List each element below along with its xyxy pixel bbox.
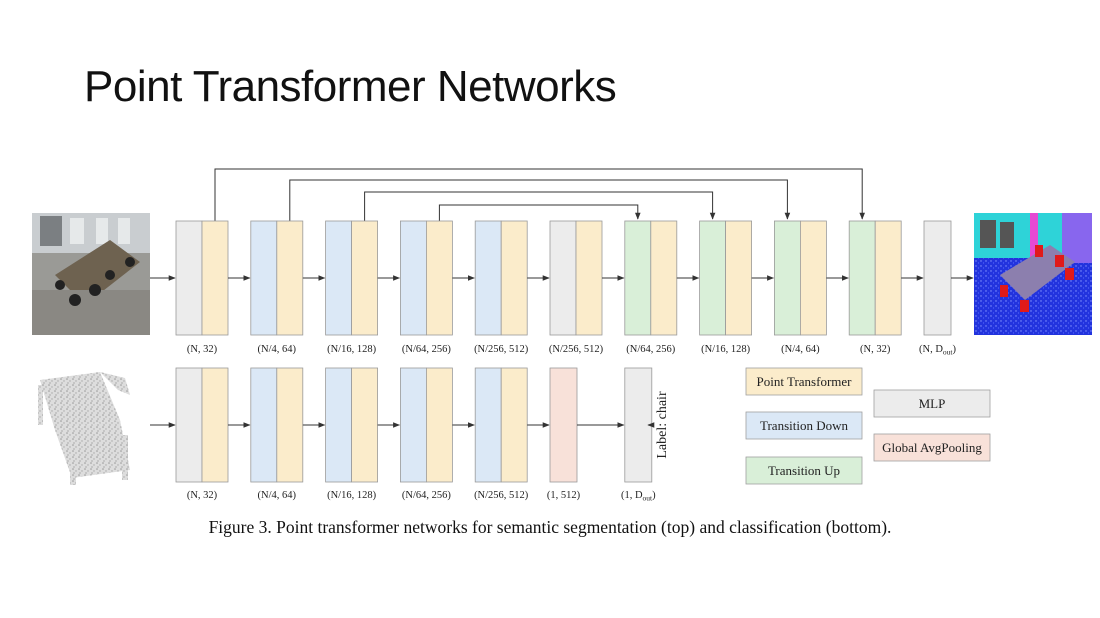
transition-down-block	[399, 220, 427, 336]
point-transformer-block	[425, 367, 453, 483]
seg-stage-7: (N/16, 128)	[699, 220, 752, 355]
input-chair-point-cloud-image	[38, 372, 130, 485]
point-transformer-block	[725, 220, 752, 336]
output-segmentation-image	[974, 213, 1092, 335]
point-transformer-block	[201, 220, 229, 336]
seg-stage-3: (N/64, 256)	[399, 220, 453, 355]
seg-stage-0: (N, 32)	[175, 220, 229, 355]
cls-stage-1: (N/4, 64)	[250, 367, 304, 501]
point-transformer-block	[425, 220, 453, 336]
transition-down-block	[474, 220, 502, 336]
legend-global-avgpooling: Global AvgPooling	[873, 433, 991, 462]
legend-transition-down: Transition Down	[745, 411, 863, 440]
transition-down-block	[325, 220, 353, 336]
cls-stage-label: (N/64, 256)	[402, 490, 451, 501]
legend-swatch	[745, 456, 863, 485]
point-transformer-block	[276, 367, 304, 483]
legend-label: Point Transformer	[757, 374, 853, 389]
mlp-block	[624, 367, 653, 483]
seg-stage-label: (N, 32)	[187, 344, 218, 355]
classification-network: (N, 32) (N/4, 64) (N/16, 128) (N/64, 256) (N…	[150, 367, 670, 503]
cls-stage-label: (N/16, 128)	[327, 490, 376, 501]
seg-stage-6: (N/64, 256)	[624, 220, 678, 355]
cls-stage-3: (N/64, 256)	[399, 367, 453, 501]
seg-stage-label: (N/64, 256)	[626, 344, 675, 355]
point-transformer-block	[500, 367, 528, 483]
skip-connection	[289, 179, 791, 221]
mlp-block	[175, 220, 203, 336]
seg-stage-2: (N/16, 128)	[325, 220, 379, 355]
skip-connections	[214, 168, 865, 221]
transition-up-block	[848, 220, 876, 336]
cls-stage-2: (N/16, 128)	[325, 367, 379, 501]
legend-label: MLP	[919, 396, 946, 411]
seg-stage-label: (N, 32)	[860, 344, 891, 355]
seg-stage-5: (N/256, 512)	[549, 220, 604, 355]
cls-stage-label: (1, 512)	[547, 490, 581, 501]
segmentation-network: (N, 32) (N/4, 64) (N/16, 128) (N/64, 256) (N…	[150, 220, 974, 357]
seg-stage-label: (N/16, 128)	[701, 344, 750, 355]
skip-connection	[214, 168, 865, 221]
seg-stage-1: (N/4, 64)	[250, 220, 304, 355]
point-transformer-block	[276, 220, 304, 336]
point-transformer-block	[800, 220, 827, 336]
cls-stage-label: (N/256, 512)	[474, 490, 529, 501]
point-transformer-block	[500, 220, 528, 336]
seg-stage-label: (N/64, 256)	[402, 344, 451, 355]
cls-stage-5: (1, 512)	[547, 367, 581, 501]
legend-swatch	[873, 433, 991, 462]
cls-stage-label: (N, 32)	[187, 490, 218, 501]
seg-stage-label: (N/4, 64)	[781, 344, 820, 355]
transition-up-block	[624, 220, 652, 336]
point-transformer-block	[351, 367, 379, 483]
mlp-block	[175, 367, 203, 483]
seg-stage-label: (N/16, 128)	[327, 344, 376, 355]
cls-stage-label: (1, Dout)	[621, 490, 656, 503]
seg-stage-9: (N, 32)	[848, 220, 902, 355]
seg-stage-label: (N/4, 64)	[258, 344, 297, 355]
skip-connection	[364, 191, 716, 221]
cls-stage-4: (N/256, 512)	[474, 367, 529, 501]
transition-down-block	[325, 367, 353, 483]
transition-up-block	[699, 220, 726, 336]
legend-transition-up: Transition Up	[745, 456, 863, 485]
point-transformer-block	[575, 220, 603, 336]
legend-swatch	[745, 367, 863, 396]
seg-stage-4: (N/256, 512)	[474, 220, 529, 355]
mlp-block	[549, 220, 577, 336]
slide-title: Point Transformer Networks	[84, 62, 617, 111]
seg-stage-label: (N/256, 512)	[549, 344, 604, 355]
transition-down-block	[250, 220, 278, 336]
transition-down-block	[250, 367, 278, 483]
cls-stage-label: (N/4, 64)	[258, 490, 297, 501]
global-avgpooling-block	[549, 367, 578, 483]
seg-stage-label: (N/256, 512)	[474, 344, 529, 355]
cls-stage-6: (1, Dout)	[621, 367, 656, 503]
legend-swatch	[873, 389, 991, 418]
legend-swatch	[745, 411, 863, 440]
mlp-block	[923, 220, 952, 336]
point-transformer-block	[201, 367, 229, 483]
point-transformer-block	[874, 220, 902, 336]
legend-label: Transition Down	[760, 418, 849, 433]
legend-point-transformer: Point Transformer	[745, 367, 863, 396]
transition-down-block	[474, 367, 502, 483]
legend-label: Global AvgPooling	[882, 440, 982, 455]
cls-stage-0: (N, 32)	[175, 367, 229, 501]
seg-stage-10: (N, Dout)	[919, 220, 957, 357]
seg-stage-8: (N/4, 64)	[774, 220, 827, 355]
legend-mlp: MLP	[873, 389, 991, 418]
input-room-point-cloud-image	[32, 213, 150, 335]
figure-caption: Figure 3. Point transformer networks for…	[208, 517, 892, 537]
point-transformer-block	[650, 220, 678, 336]
transition-up-block	[774, 220, 801, 336]
skip-connection	[438, 204, 641, 221]
seg-stage-label: (N, Dout)	[919, 344, 957, 357]
point-transformer-block	[351, 220, 379, 336]
output-class-label: Label: chair	[655, 391, 670, 459]
transition-down-block	[399, 367, 427, 483]
legend-label: Transition Up	[768, 463, 840, 478]
